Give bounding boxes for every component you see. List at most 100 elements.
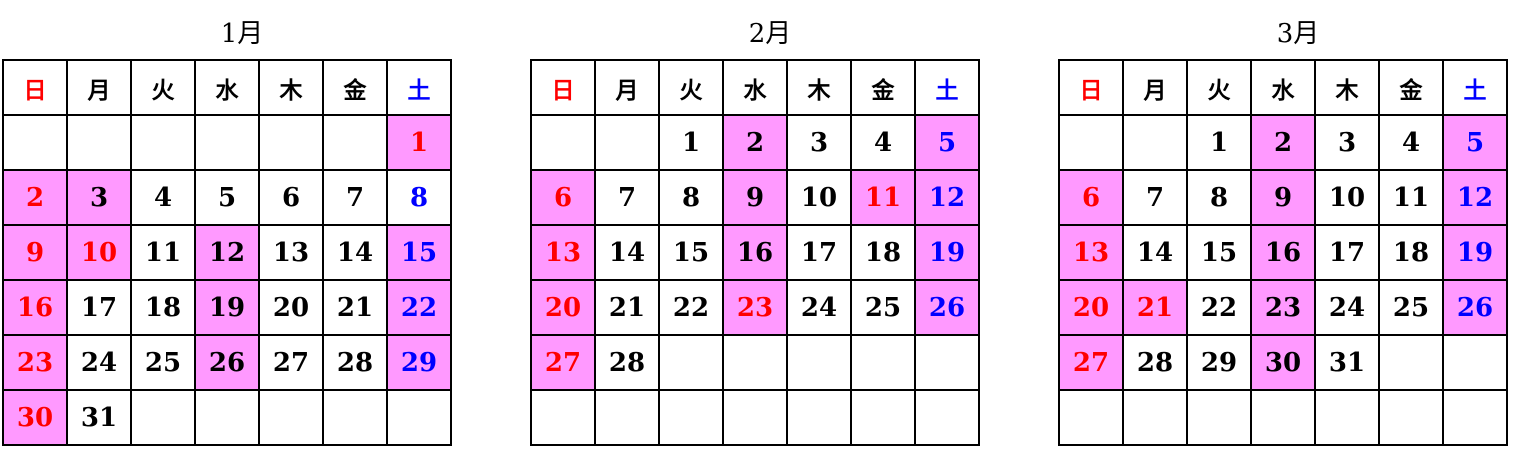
day-cell: 1 (386, 114, 452, 171)
day-cell: 4 (1378, 114, 1444, 171)
day-cell: 22 (386, 279, 452, 336)
weekday-header: 火 (658, 59, 724, 116)
empty-day-cell (658, 334, 724, 391)
empty-day-cell (786, 334, 852, 391)
day-cell: 13 (530, 224, 596, 281)
day-cell: 27 (258, 334, 324, 391)
day-cell: 27 (530, 334, 596, 391)
empty-day-cell (130, 389, 196, 446)
weekday-header: 火 (130, 59, 196, 116)
empty-day-cell (1058, 389, 1124, 446)
day-cell: 17 (66, 279, 132, 336)
day-cell: 6 (530, 169, 596, 226)
weekday-header: 金 (1378, 59, 1444, 116)
empty-day-cell (66, 114, 132, 171)
day-cell: 25 (1378, 279, 1444, 336)
weekday-header: 土 (914, 59, 980, 116)
weekday-header: 月 (1122, 59, 1188, 116)
day-cell: 6 (258, 169, 324, 226)
day-cell: 5 (914, 114, 980, 171)
day-cell: 24 (1314, 279, 1380, 336)
day-cell: 18 (130, 279, 196, 336)
weekday-header: 日 (1058, 59, 1124, 116)
day-cell: 21 (322, 279, 388, 336)
day-cell: 31 (66, 389, 132, 446)
empty-day-cell (194, 389, 260, 446)
day-cell: 11 (1378, 169, 1444, 226)
day-cell: 2 (2, 169, 68, 226)
weekday-header: 土 (1442, 59, 1508, 116)
day-cell: 20 (1058, 279, 1124, 336)
empty-day-cell (530, 389, 596, 446)
weekday-header-row: 日月火水木金土 (1058, 59, 1508, 116)
empty-day-cell (722, 389, 788, 446)
weekday-header: 水 (194, 59, 260, 116)
weekday-header: 木 (1314, 59, 1380, 116)
empty-day-cell (322, 389, 388, 446)
day-cell: 26 (194, 334, 260, 391)
empty-day-cell (914, 389, 980, 446)
day-cell: 16 (2, 279, 68, 336)
day-cell: 13 (258, 224, 324, 281)
day-cell: 28 (1122, 334, 1188, 391)
day-cell: 31 (1314, 334, 1380, 391)
day-cell: 8 (658, 169, 724, 226)
day-cell: 7 (594, 169, 660, 226)
day-cell: 4 (850, 114, 916, 171)
day-cell: 23 (2, 334, 68, 391)
weekday-header: 水 (722, 59, 788, 116)
day-cell: 15 (386, 224, 452, 281)
weekday-header-row: 日月火水木金土 (530, 59, 980, 116)
day-cell: 23 (722, 279, 788, 336)
day-cell: 19 (194, 279, 260, 336)
empty-day-cell (1122, 389, 1188, 446)
day-cell: 26 (1442, 279, 1508, 336)
day-cell: 22 (1186, 279, 1252, 336)
empty-day-cell (130, 114, 196, 171)
day-cell: 19 (1442, 224, 1508, 281)
weekday-header: 日 (2, 59, 68, 116)
day-cell: 10 (1314, 169, 1380, 226)
empty-day-cell (1186, 389, 1252, 446)
empty-day-cell (1122, 114, 1188, 171)
weekday-header: 水 (1250, 59, 1316, 116)
empty-day-cell (1250, 389, 1316, 446)
day-cell: 19 (914, 224, 980, 281)
week-row (530, 389, 980, 446)
empty-day-cell (530, 114, 596, 171)
day-cell: 29 (386, 334, 452, 391)
weekday-header: 日 (530, 59, 596, 116)
day-cell: 7 (322, 169, 388, 226)
day-cell: 12 (1442, 169, 1508, 226)
day-cell: 22 (658, 279, 724, 336)
day-cell: 1 (658, 114, 724, 171)
day-cell: 2 (1250, 114, 1316, 171)
weekday-header: 月 (66, 59, 132, 116)
empty-day-cell (1058, 114, 1124, 171)
day-cell: 11 (130, 224, 196, 281)
day-cell: 15 (1186, 224, 1252, 281)
week-row: 1 (2, 114, 452, 171)
month-title: 2月 (748, 19, 792, 49)
empty-day-cell (194, 114, 260, 171)
day-cell: 30 (2, 389, 68, 446)
day-cell: 14 (594, 224, 660, 281)
day-cell: 10 (66, 224, 132, 281)
day-cell: 9 (722, 169, 788, 226)
day-cell: 9 (1250, 169, 1316, 226)
empty-day-cell (914, 334, 980, 391)
day-cell: 27 (1058, 334, 1124, 391)
day-cell: 9 (2, 224, 68, 281)
day-cell: 3 (1314, 114, 1380, 171)
